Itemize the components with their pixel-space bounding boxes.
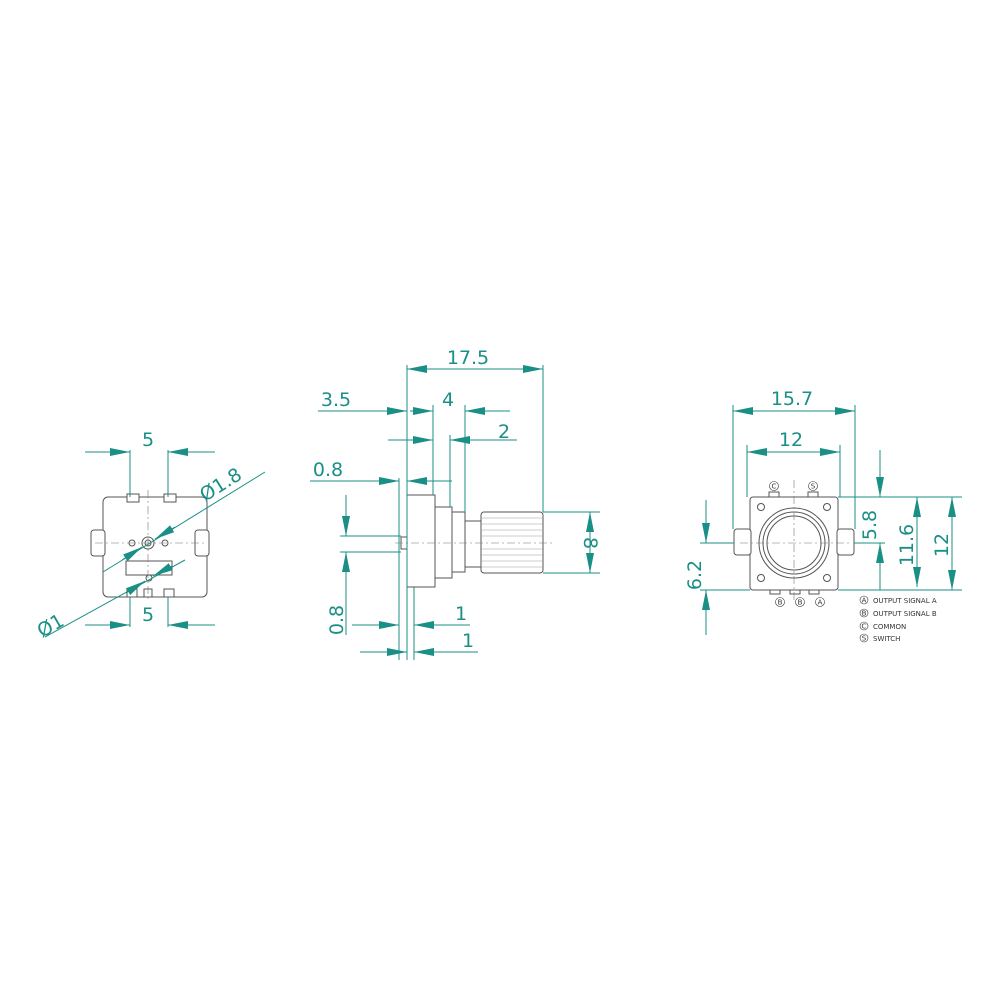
pin-label-a: A [818, 599, 823, 607]
legend-label: OUTPUT SIGNAL B [873, 610, 937, 618]
pin-legend: A OUTPUT SIGNAL A B OUTPUT SIGNAL B C CO… [859, 595, 937, 643]
dim-body-height: 12 [931, 533, 953, 557]
dim-overall-width: 15.7 [771, 388, 813, 410]
dim-arrow [125, 580, 146, 596]
dim-body-depth: 4 [442, 389, 454, 411]
dim-arrow [121, 546, 143, 562]
dim-front-bottom-width: 5 [142, 604, 154, 626]
legend-key: B [862, 610, 867, 618]
dim-bushing-offset: 3.5 [321, 389, 351, 411]
dim-shaft-diameter: 8 [579, 537, 601, 549]
legend-key: C [862, 623, 867, 631]
pin-label-s: S [811, 483, 816, 491]
dim-pin-height: 0.8 [326, 605, 348, 635]
dim-body-height-inner: 11.6 [896, 524, 918, 566]
pin-labels: C S B B A [769, 481, 825, 607]
dim-pin-width-2: 1 [462, 630, 474, 652]
legend-key: S [862, 635, 867, 643]
dim-body-width: 12 [779, 429, 803, 451]
legend-key: A [862, 597, 867, 605]
dim-front-top-width: 5 [142, 429, 154, 451]
legend-label: OUTPUT SIGNAL A [873, 597, 937, 605]
dim-arrow [154, 525, 176, 540]
dim-pin-offset: 0.8 [313, 459, 343, 481]
front-body [90, 490, 210, 600]
dim-arrow [152, 563, 173, 577]
side-view: 17.5 3.5 4 2 0.8 0.8 8 1 1 [310, 347, 601, 660]
rear-view: C S B B A 15.7 12 5.8 11.6 [684, 388, 962, 643]
dim-center-height: 6.2 [684, 560, 706, 590]
legend-label: COMMON [873, 623, 906, 631]
pin-label-b2: B [798, 599, 803, 607]
dim-pin-width-1: 1 [455, 603, 467, 625]
pin-label-b1: B [778, 599, 783, 607]
pin-label-c: C [772, 483, 777, 491]
dim-diameter-1-8: Ø1.8 [196, 464, 246, 507]
rear-body [733, 480, 855, 600]
dim-diameter-1: Ø1 [34, 610, 68, 643]
dim-total-length: 17.5 [447, 347, 489, 369]
dim-flange: 2 [498, 421, 510, 443]
side-body [395, 494, 555, 588]
dim-rear-pin-height: 5.8 [859, 510, 881, 540]
front-view: 5 5 Ø1.8 Ø1 [34, 429, 266, 642]
legend-label: SWITCH [873, 635, 900, 643]
